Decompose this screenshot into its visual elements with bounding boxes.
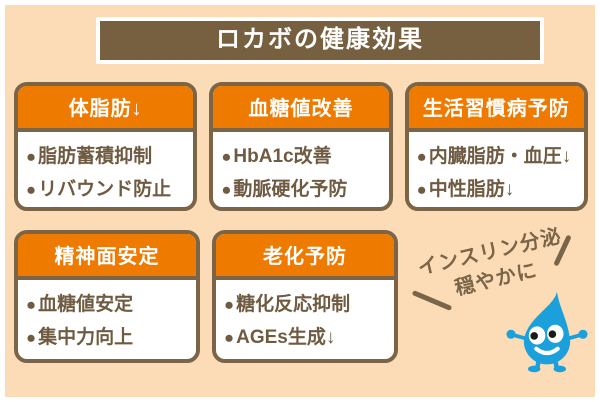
card-header: 生活習慣病予防 (408, 86, 584, 132)
list-item: ●HbA1c改善 (221, 140, 384, 173)
list-item: ●リバウンド防止 (26, 173, 189, 206)
list-item: ●動脈硬化予防 (221, 173, 384, 206)
list-item: ●脂肪蓄積抑制 (26, 140, 189, 173)
bullet-icon: ● (416, 180, 427, 199)
bullet-icon: ● (26, 147, 37, 166)
bullet-icon: ● (416, 147, 427, 166)
list-item: ●AGEs生成↓ (224, 321, 390, 354)
list-item: ●集中力向上 (26, 321, 192, 354)
card-header: 体脂肪↓ (18, 86, 194, 132)
list-item-text: リバウンド防止 (38, 179, 172, 200)
card-header: 血糖値改善 (213, 86, 389, 132)
card-lifestyle-disease: 生活習慣病予防 ●内臓脂肪・血圧↓ ●中性脂肪↓ (404, 82, 588, 211)
card-list: ●血糖値安定 ●集中力向上 (18, 280, 196, 354)
bullet-icon: ● (221, 180, 232, 199)
list-item-text: 中性脂肪↓ (428, 179, 515, 200)
card-aging-prevention: 老化予防 ●糖化反応抑制 ●AGEs生成↓ (212, 230, 398, 363)
card-header: 精神面安定 (18, 234, 196, 280)
card-blood-sugar: 血糖値改善 ●HbA1c改善 ●動脈硬化予防 (209, 82, 393, 211)
list-item-text: 集中力向上 (38, 327, 134, 348)
bullet-icon: ● (26, 328, 37, 347)
list-item-text: 動脈硬化予防 (233, 179, 348, 200)
page-title: ロカボの健康効果 (96, 17, 544, 64)
card-list: ●脂肪蓄積抑制 ●リバウンド防止 (18, 132, 193, 206)
list-item: ●内臓脂肪・血圧↓ (417, 140, 580, 173)
bullet-icon: ● (26, 295, 37, 314)
list-item: ●中性脂肪↓ (417, 173, 580, 206)
list-item-text: AGEs生成↓ (236, 327, 336, 348)
page-title-text: ロカボの健康効果 (216, 26, 424, 53)
card-list: ●HbA1c改善 ●動脈硬化予防 (213, 132, 388, 206)
insulin-callout: インスリン分泌 穏やかに (410, 225, 588, 373)
card-list: ●糖化反応抑制 ●AGEs生成↓ (216, 280, 394, 354)
bullet-icon: ● (224, 295, 235, 314)
list-item-text: HbA1c改善 (233, 146, 332, 167)
bullet-icon: ● (26, 180, 37, 199)
list-item: ●血糖値安定 (26, 288, 192, 321)
bullet-icon: ● (224, 328, 235, 347)
list-item: ●糖化反応抑制 (224, 288, 390, 321)
cards-row-1: 体脂肪↓ ●脂肪蓄積抑制 ●リバウンド防止 血糖値改善 ●HbA1c改善 ●動脈… (14, 82, 588, 211)
list-item-text: 内臓脂肪・血圧↓ (428, 146, 572, 167)
card-list: ●内臓脂肪・血圧↓ ●中性脂肪↓ (409, 132, 584, 206)
card-header: 老化予防 (216, 234, 394, 280)
card-mental-stability: 精神面安定 ●血糖値安定 ●集中力向上 (14, 230, 200, 363)
list-item-text: 脂肪蓄積抑制 (38, 146, 153, 167)
cards-row-2: 精神面安定 ●血糖値安定 ●集中力向上 老化予防 ●糖化反応抑制 ●AGEs生成… (14, 225, 588, 373)
list-item-text: 血糖値安定 (38, 294, 134, 315)
water-drop-icon (506, 291, 588, 373)
card-body-fat: 体脂肪↓ ●脂肪蓄積抑制 ●リバウンド防止 (14, 82, 198, 211)
list-item-text: 糖化反応抑制 (236, 294, 351, 315)
bullet-icon: ● (221, 147, 232, 166)
